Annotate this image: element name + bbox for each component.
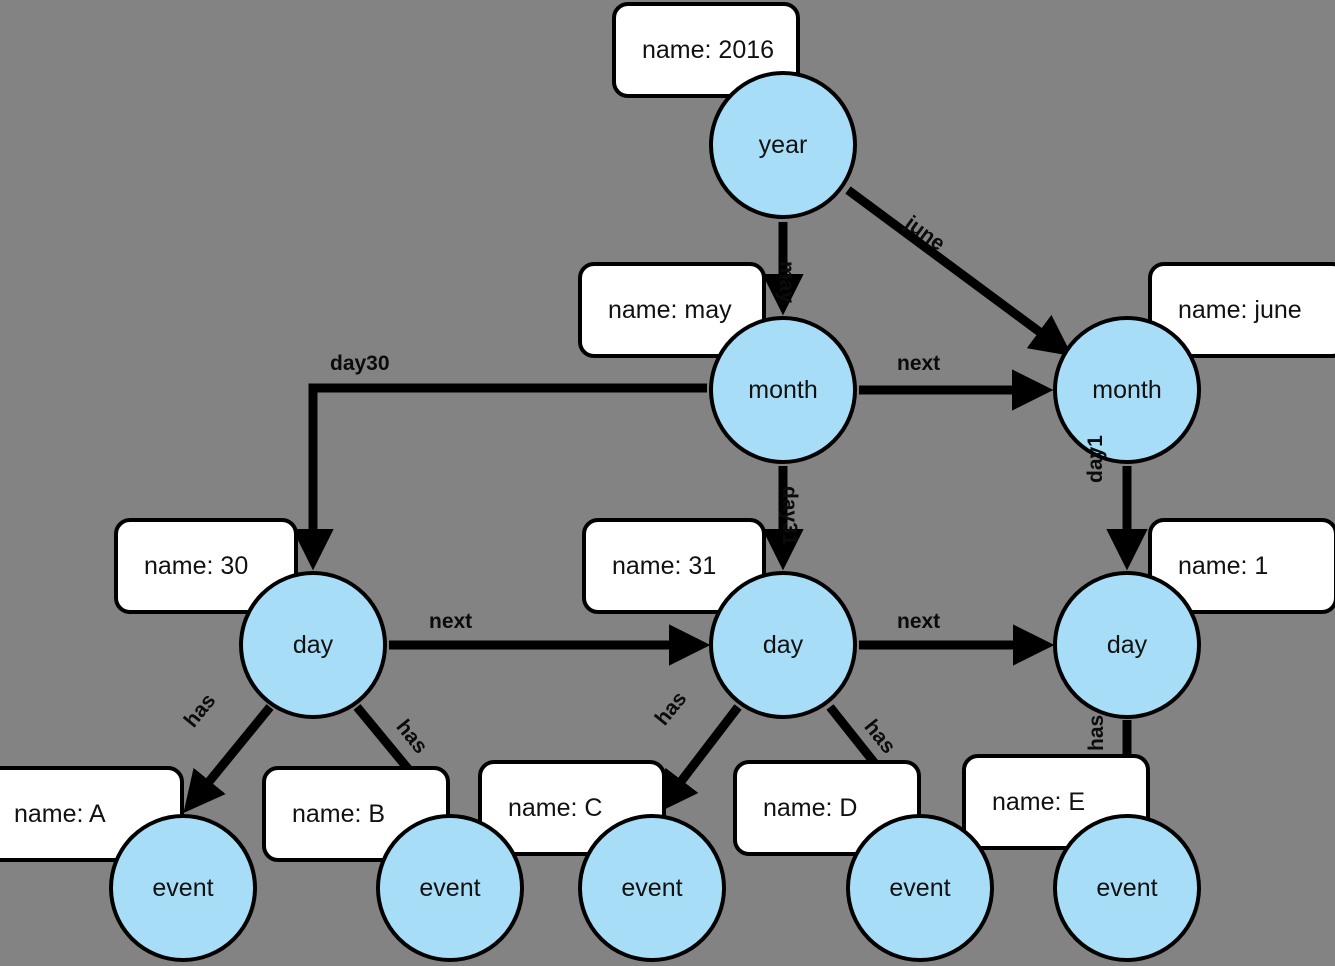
node-label-event-a: event bbox=[152, 873, 214, 902]
node-label-month-may: month bbox=[748, 375, 818, 404]
node-label-day-31: day bbox=[762, 630, 804, 659]
property-text-month-june: name: june bbox=[1178, 295, 1302, 324]
edge-label-day31: day31 bbox=[778, 486, 801, 546]
property-box-event-c: name: C bbox=[478, 760, 666, 856]
edge-label-next-days-1: next bbox=[429, 610, 473, 633]
node-label-event-c: event bbox=[621, 873, 683, 902]
node-event-c[interactable]: event bbox=[578, 814, 726, 962]
property-text-year: name: 2016 bbox=[642, 35, 775, 64]
property-text-event-d: name: D bbox=[763, 793, 858, 822]
property-text-event-c: name: C bbox=[508, 793, 603, 822]
edge-label-next-months: next bbox=[897, 352, 941, 375]
property-text-event-a: name: A bbox=[14, 799, 106, 828]
node-label-event-e: event bbox=[1096, 873, 1158, 902]
node-label-event-d: event bbox=[889, 873, 951, 902]
property-box-year: name: 2016 bbox=[612, 2, 800, 98]
node-month-june[interactable]: month bbox=[1053, 316, 1201, 464]
node-event-b[interactable]: event bbox=[376, 814, 524, 962]
property-text-event-b: name: B bbox=[292, 799, 386, 828]
node-label-month-june: month bbox=[1092, 375, 1162, 404]
node-event-d[interactable]: event bbox=[846, 814, 994, 962]
edge-has-c bbox=[656, 704, 742, 814]
edge-label-next-days-2: next bbox=[897, 610, 941, 633]
node-label-day-30: day bbox=[292, 630, 334, 659]
node-year[interactable]: year bbox=[709, 71, 857, 219]
node-label-year: year bbox=[758, 130, 808, 159]
property-text-event-e: name: E bbox=[992, 787, 1086, 816]
edge-day30 bbox=[292, 383, 707, 571]
property-text-day-1: name: 1 bbox=[1178, 551, 1269, 580]
edge-label-has-e: has bbox=[1085, 714, 1108, 751]
node-month-may[interactable]: month bbox=[709, 316, 857, 464]
edge-label-day30: day30 bbox=[330, 352, 390, 375]
node-event-e[interactable]: event bbox=[1053, 814, 1201, 962]
property-box-day-31: name: 31 bbox=[582, 518, 766, 614]
property-text-month-may: name: may bbox=[608, 295, 732, 324]
node-label-day-1: day bbox=[1106, 630, 1148, 659]
node-day-31[interactable]: day bbox=[709, 571, 857, 719]
node-day-1[interactable]: day bbox=[1053, 571, 1201, 719]
edge-june bbox=[845, 186, 1073, 357]
edge-label-day1: day1 bbox=[1084, 435, 1107, 483]
edge-label-may: may bbox=[775, 261, 798, 304]
node-event-a[interactable]: event bbox=[109, 814, 257, 962]
node-label-event-b: event bbox=[419, 873, 481, 902]
property-text-day-30: name: 30 bbox=[144, 551, 249, 580]
property-text-day-31: name: 31 bbox=[612, 551, 717, 580]
edge-has-a bbox=[183, 704, 274, 814]
node-day-30[interactable]: day bbox=[239, 571, 387, 719]
